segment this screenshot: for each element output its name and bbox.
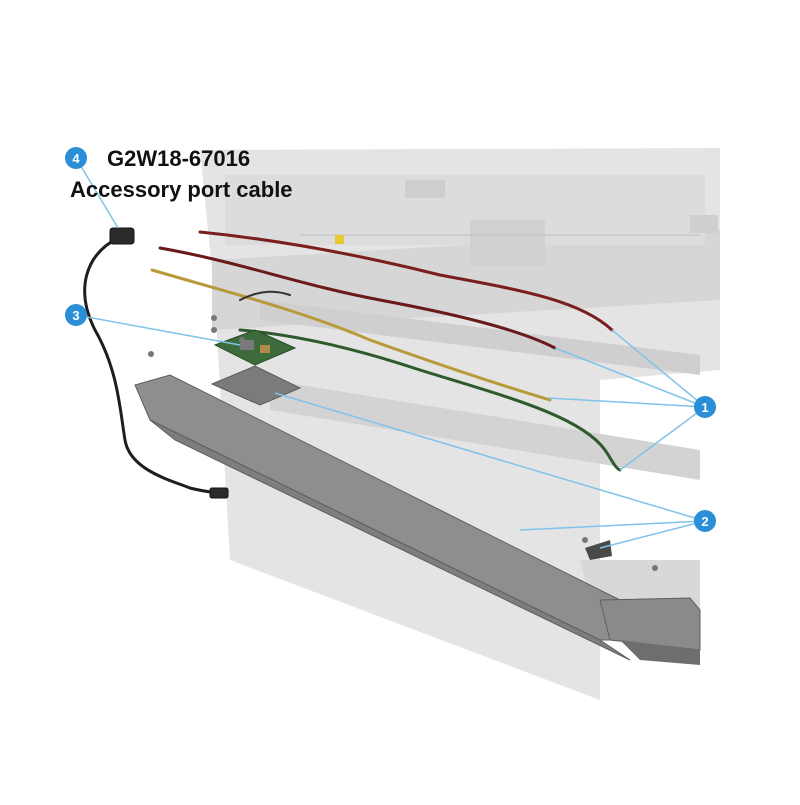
- black-cable-top: [239, 290, 291, 301]
- callout-3: 3: [65, 304, 87, 326]
- circuit-board: [213, 329, 297, 366]
- callout-3-label: 3: [72, 308, 79, 323]
- callout-2-label: 2: [701, 514, 708, 529]
- accessory-port-cable: [83, 227, 229, 499]
- part-name: Accessory port cable: [70, 177, 293, 202]
- screws: [148, 315, 658, 571]
- callout-4-label: 4: [72, 151, 80, 166]
- red-harness-lower: [158, 246, 557, 350]
- red-harness-upper: [198, 230, 614, 332]
- callout-1-label: 1: [701, 400, 708, 415]
- part-number: G2W18-67016: [107, 146, 251, 171]
- green-harness: [238, 328, 622, 472]
- bracket-plate: [210, 365, 302, 406]
- callout-4: 4: [65, 147, 87, 169]
- rail-assembly: [134, 374, 701, 665]
- callout-2: 2: [694, 510, 716, 532]
- yellow-harness: [150, 268, 552, 402]
- cable-harnesses: [150, 230, 622, 472]
- callout-1: 1: [694, 396, 716, 418]
- leader-lines: [75, 157, 706, 549]
- printer-chassis: [200, 148, 720, 700]
